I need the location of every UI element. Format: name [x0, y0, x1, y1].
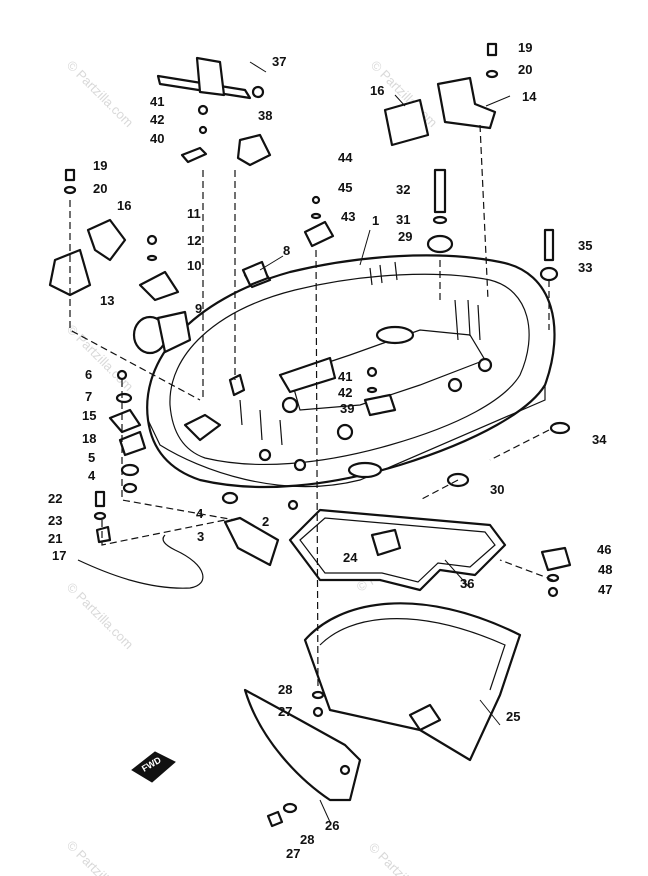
callout-45: 45	[338, 180, 352, 195]
callout-41: 41	[150, 94, 164, 109]
callout-15: 15	[82, 408, 96, 423]
callout-28: 28	[278, 682, 292, 697]
callout-20: 20	[93, 181, 107, 196]
callout-28: 28	[300, 832, 314, 847]
callout-42: 42	[150, 112, 164, 127]
callout-43: 43	[341, 209, 355, 224]
callout-47: 47	[598, 582, 612, 597]
callout-39: 39	[340, 401, 354, 416]
callout-32: 32	[396, 182, 410, 197]
callout-9: 9	[195, 301, 202, 316]
callout-26: 26	[325, 818, 339, 833]
callout-34: 34	[592, 432, 607, 447]
callout-38: 38	[258, 108, 272, 123]
callout-13: 13	[100, 293, 114, 308]
callout-19: 19	[93, 158, 107, 173]
cowling-side-panel	[243, 688, 362, 802]
callout-41: 41	[338, 369, 352, 384]
callout-36: 36	[460, 576, 474, 591]
callout-8: 8	[283, 243, 290, 258]
callout-12: 12	[187, 233, 201, 248]
small-parts	[48, 42, 572, 828]
callout-21: 21	[48, 531, 62, 546]
fwd-plate: FWD	[131, 751, 176, 783]
callout-3: 3	[197, 529, 204, 544]
callout-29: 29	[398, 229, 412, 244]
watermark: © Partzilla.com	[366, 840, 439, 876]
watermark: © Partzilla.com	[64, 58, 137, 131]
callout-31: 31	[396, 212, 410, 227]
callout-5: 5	[88, 450, 95, 465]
callout-27: 27	[286, 846, 300, 861]
callout-46: 46	[597, 542, 611, 557]
callout-48: 48	[598, 562, 612, 577]
callout-25: 25	[506, 709, 520, 724]
callout-2: 2	[262, 514, 269, 529]
watermark: © Partzilla.com	[64, 580, 137, 653]
callout-27: 27	[278, 704, 292, 719]
callout-4: 4	[196, 506, 204, 521]
callout-30: 30	[490, 482, 504, 497]
callout-10: 10	[187, 258, 201, 273]
callout-35: 35	[578, 238, 592, 253]
callout-labels: 37 38 41 42 40 19 20 16 13 11 12 10 9 8 …	[48, 40, 612, 861]
callout-33: 33	[578, 260, 592, 275]
callout-19: 19	[518, 40, 532, 55]
callout-4: 4	[88, 468, 96, 483]
callout-1: 1	[372, 213, 379, 228]
callout-16: 16	[117, 198, 131, 213]
leader-lines	[69, 61, 554, 823]
callout-14: 14	[522, 89, 537, 104]
callout-20: 20	[518, 62, 532, 77]
callout-40: 40	[150, 131, 164, 146]
callout-23: 23	[48, 513, 62, 528]
callout-42: 42	[338, 385, 352, 400]
lower-cowling-front	[303, 602, 522, 762]
callout-11: 11	[187, 206, 201, 221]
callout-24: 24	[343, 550, 358, 565]
callout-44: 44	[338, 150, 353, 165]
callout-6: 6	[85, 367, 92, 382]
callout-7: 7	[85, 389, 92, 404]
callout-37: 37	[272, 54, 286, 69]
callout-22: 22	[48, 491, 62, 506]
callout-18: 18	[82, 431, 96, 446]
callout-16: 16	[370, 83, 384, 98]
cowling-seal	[288, 508, 507, 592]
callout-17: 17	[52, 548, 66, 563]
watermark: © Partzilla.com	[64, 838, 137, 876]
